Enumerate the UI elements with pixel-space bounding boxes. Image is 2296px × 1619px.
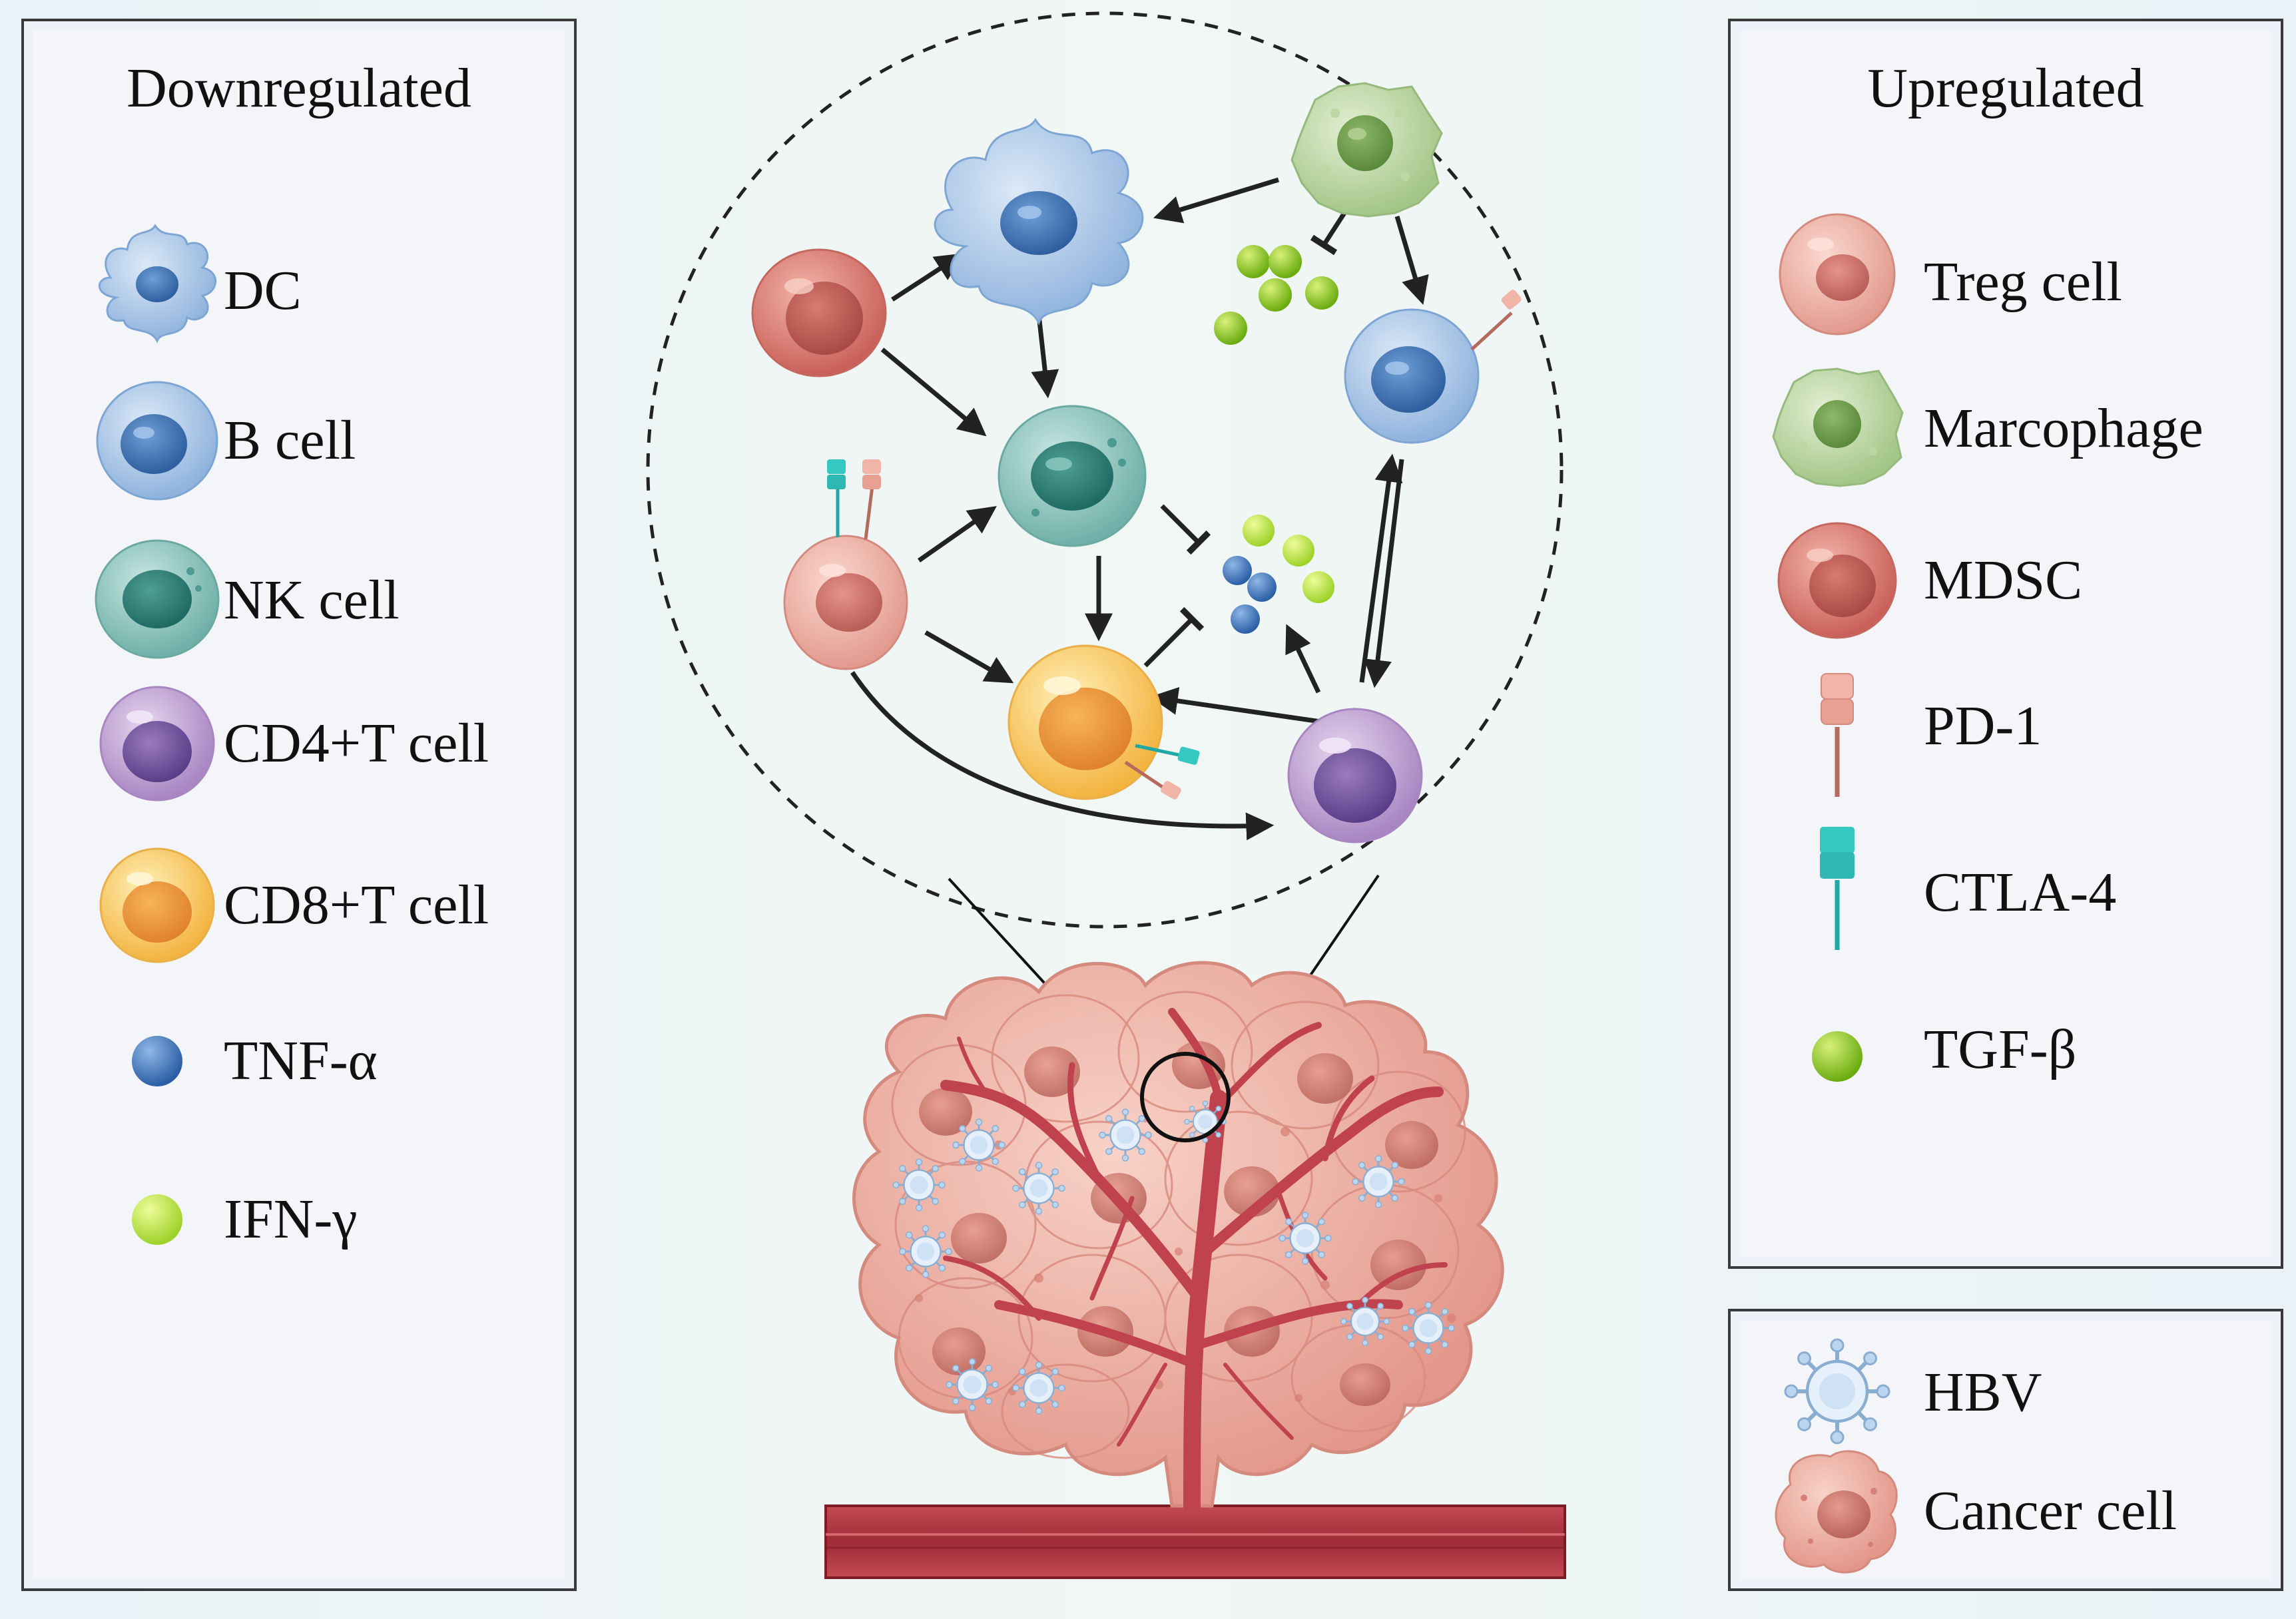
legend-row-tgf-beta: TGF-β bbox=[1731, 990, 2281, 1123]
legend-row-ifn-gamma: IFN-γ bbox=[24, 1153, 574, 1286]
tumor-mass bbox=[852, 961, 1504, 1508]
network-cytokine-cluster bbox=[1223, 515, 1334, 634]
mdsc-icon bbox=[1777, 522, 1897, 639]
legend-label-b-cell: B cell bbox=[224, 409, 356, 471]
network-cd8 bbox=[1007, 644, 1200, 800]
hbv-cancer-legend: HBV Cancer cell bbox=[1728, 1309, 2283, 1591]
hbv-icon bbox=[1771, 1325, 1904, 1458]
legend-label-cancer-cell: Cancer cell bbox=[1924, 1480, 2177, 1542]
dc-icon bbox=[98, 224, 216, 344]
network-cd4 bbox=[1287, 708, 1423, 843]
legend-row-mdsc: MDSC bbox=[1731, 514, 2281, 647]
network-tgf-cluster bbox=[1214, 245, 1338, 345]
legend-label-hbv: HBV bbox=[1924, 1361, 2042, 1423]
blood-vessel bbox=[824, 1504, 1566, 1579]
tnf-alpha-icon bbox=[132, 1036, 182, 1086]
legend-row-b-cell: B cell bbox=[24, 374, 574, 507]
ifn-gamma-icon bbox=[132, 1194, 182, 1245]
network-nk-cell bbox=[998, 405, 1147, 547]
legend-row-cancer-cell: Cancer cell bbox=[1731, 1445, 2281, 1578]
legend-row-tnf-alpha: TNF-α bbox=[24, 995, 574, 1128]
legend-row-macrophage: Marcophage bbox=[1731, 361, 2281, 494]
pd-1-icon bbox=[1821, 673, 1854, 797]
ctla-4-icon bbox=[1820, 827, 1855, 950]
legend-label-mdsc: MDSC bbox=[1924, 549, 2083, 611]
legend-label-cd4-t-cell: CD4+T cell bbox=[224, 712, 489, 774]
macrophage-icon bbox=[1772, 367, 1904, 487]
legend-label-tgf-beta: TGF-β bbox=[1924, 1019, 2077, 1080]
network-macrophage bbox=[1291, 82, 1443, 218]
network-dc bbox=[934, 118, 1144, 326]
legend-label-treg-cell: Treg cell bbox=[1924, 251, 2122, 313]
network-arrows bbox=[850, 177, 1429, 841]
cd4-t-cell-icon bbox=[99, 686, 215, 802]
legend-label-nk-cell: NK cell bbox=[224, 569, 400, 631]
network-b-cell bbox=[1344, 290, 1522, 444]
cancer-cell-icon bbox=[1775, 1450, 1898, 1574]
legend-row-cd4-t-cell: CD4+T cell bbox=[24, 677, 574, 810]
legend-row-ctla-4: CTLA-4 bbox=[1731, 823, 2281, 957]
upregulated-panel: Upregulated Treg cell Marcophage bbox=[1728, 19, 2283, 1269]
legend-label-ctla-4: CTLA-4 bbox=[1924, 861, 2117, 923]
zoom-circle bbox=[646, 11, 1564, 929]
b-cell-icon bbox=[96, 381, 218, 501]
legend-row-dc: DC bbox=[24, 218, 574, 351]
magnified-region bbox=[1140, 1052, 1231, 1142]
legend-label-dc: DC bbox=[224, 260, 302, 322]
tgf-beta-icon bbox=[1812, 1031, 1863, 1082]
legend-label-ifn-gamma: IFN-γ bbox=[224, 1188, 358, 1250]
network-treg bbox=[783, 459, 908, 670]
treg-cell-icon bbox=[1779, 213, 1896, 336]
vascular-tree bbox=[940, 1008, 1448, 1514]
nk-cell-icon bbox=[95, 539, 220, 659]
cd8-t-cell-icon bbox=[99, 847, 215, 963]
downregulated-title: Downregulated bbox=[127, 57, 471, 119]
legend-row-pd-1: PD-1 bbox=[1731, 670, 2281, 804]
legend-row-treg-cell: Treg cell bbox=[1731, 208, 2281, 341]
legend-row-nk-cell: NK cell bbox=[24, 533, 574, 666]
legend-label-pd-1: PD-1 bbox=[1924, 695, 2042, 757]
legend-label-cd8-t-cell: CD8+T cell bbox=[224, 874, 489, 936]
legend-label-macrophage: Marcophage bbox=[1924, 397, 2203, 459]
upregulated-title: Upregulated bbox=[1867, 57, 2144, 119]
network-mdsc bbox=[751, 248, 887, 377]
legend-label-tnf-alpha: TNF-α bbox=[224, 1030, 378, 1092]
legend-row-hbv: HBV bbox=[1731, 1325, 2281, 1458]
downregulated-panel: Downregulated DC B cell NK cell bbox=[21, 19, 577, 1591]
legend-row-cd8-t-cell: CD8+T cell bbox=[24, 839, 574, 972]
